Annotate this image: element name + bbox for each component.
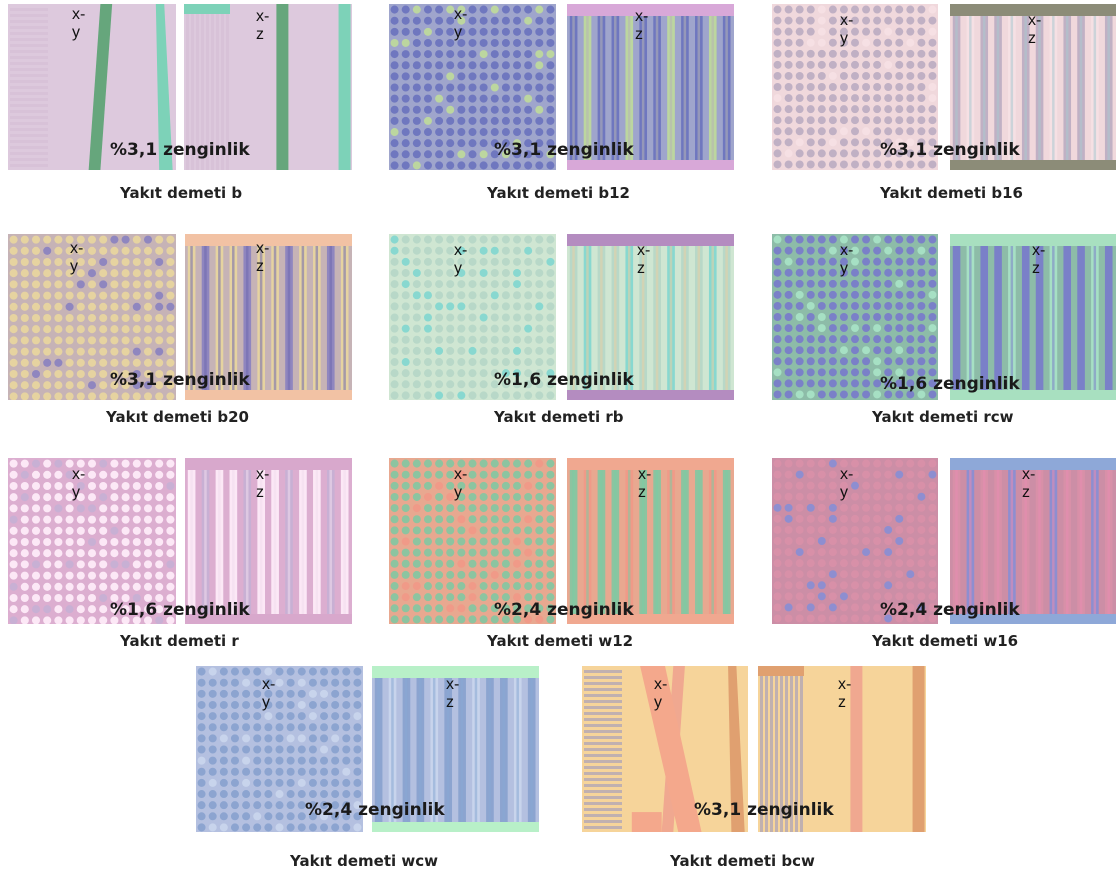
xy-label: x-y bbox=[654, 676, 668, 711]
rod-lattice bbox=[773, 459, 937, 623]
rod-lattice bbox=[390, 235, 555, 400]
rod-lattice bbox=[390, 5, 555, 170]
bundle-caption: Yakıt demeti b bbox=[120, 184, 243, 202]
xy-label: x-y bbox=[72, 466, 86, 501]
xz-cross-section bbox=[185, 234, 352, 400]
rod-lattice bbox=[9, 459, 175, 624]
xy-cross-section bbox=[772, 458, 938, 624]
xy-cross-section bbox=[389, 4, 556, 170]
rod-columns bbox=[569, 16, 731, 160]
xy-cross-section bbox=[8, 234, 176, 400]
rod-columns bbox=[952, 16, 1113, 160]
rod-lattice bbox=[9, 235, 175, 400]
enrichment-label: %1,6 zenginlik bbox=[880, 374, 1020, 394]
bundle-caption: Yakıt demeti w16 bbox=[872, 632, 1019, 650]
xz-label: x-z bbox=[256, 466, 270, 501]
rod-stack bbox=[186, 4, 229, 170]
bundle-caption: Yakıt demeti rcw bbox=[872, 408, 1014, 426]
rod-columns bbox=[569, 470, 731, 614]
xz-label: x-z bbox=[1022, 466, 1036, 501]
xy-cross-section bbox=[196, 666, 363, 832]
enrichment-label: %3,1 zenginlik bbox=[880, 140, 1020, 160]
xy-label: x-y bbox=[262, 676, 276, 711]
enrichment-label: %3,1 zenginlik bbox=[694, 800, 834, 820]
xy-cross-section bbox=[582, 666, 748, 832]
xz-label: x-z bbox=[1032, 242, 1046, 277]
enrichment-label: %2,4 zenginlik bbox=[494, 600, 634, 620]
bundle-caption: Yakıt demeti w12 bbox=[487, 632, 634, 650]
rod-stack bbox=[584, 670, 622, 829]
xy-cross-section bbox=[8, 4, 176, 170]
xz-cross-section bbox=[567, 4, 734, 170]
rod-stack bbox=[10, 8, 48, 167]
xz-cross-section bbox=[950, 458, 1116, 624]
xz-cross-section bbox=[567, 458, 734, 624]
bundle-caption: Yakıt demeti wcw bbox=[290, 852, 438, 870]
xz-label: x-z bbox=[256, 8, 270, 43]
xz-cross-section bbox=[372, 666, 539, 832]
rod-columns bbox=[374, 678, 536, 822]
xz-label: x-z bbox=[637, 242, 651, 277]
enrichment-label: %1,6 zenginlik bbox=[110, 600, 250, 620]
xz-label: x-z bbox=[635, 8, 649, 43]
rod-columns bbox=[187, 470, 349, 614]
bundle-caption: Yakıt demeti b20 bbox=[106, 408, 249, 426]
xy-label: x-y bbox=[840, 466, 854, 501]
rod-stack bbox=[760, 666, 803, 832]
bundle-caption: Yakıt demeti rb bbox=[494, 408, 624, 426]
xz-label: x-z bbox=[838, 676, 852, 711]
xz-label: x-z bbox=[256, 240, 270, 275]
enrichment-label: %2,4 zenginlik bbox=[880, 600, 1020, 620]
xy-cross-section bbox=[389, 458, 556, 624]
enrichment-label: %2,4 zenginlik bbox=[305, 800, 445, 820]
rod-columns bbox=[952, 246, 1113, 390]
xy-label: x-y bbox=[454, 466, 468, 501]
xz-cross-section bbox=[185, 458, 352, 624]
rod-lattice bbox=[773, 5, 937, 169]
xz-cross-section bbox=[950, 4, 1116, 170]
enrichment-label: %3,1 zenginlik bbox=[494, 140, 634, 160]
xz-cross-section bbox=[567, 234, 734, 400]
rod-columns bbox=[187, 246, 349, 390]
bundle-caption: Yakıt demeti r bbox=[120, 632, 239, 650]
xy-label: x-y bbox=[72, 6, 86, 41]
xz-label: x-z bbox=[1028, 12, 1042, 47]
bundle-caption: Yakıt demeti bcw bbox=[670, 852, 815, 870]
enrichment-label: %3,1 zenginlik bbox=[110, 140, 250, 160]
rod-lattice bbox=[197, 667, 362, 832]
bundle-caption: Yakıt demeti b16 bbox=[880, 184, 1023, 202]
bundle-caption: Yakıt demeti b12 bbox=[487, 184, 630, 202]
rod-lattice bbox=[390, 459, 555, 624]
xy-cross-section bbox=[772, 4, 938, 170]
xy-label: x-y bbox=[70, 240, 84, 275]
xy-label: x-y bbox=[840, 242, 854, 277]
xz-label: x-z bbox=[638, 466, 652, 501]
xy-cross-section bbox=[389, 234, 556, 400]
xz-label: x-z bbox=[446, 676, 460, 711]
xy-label: x-y bbox=[454, 242, 468, 277]
xz-cross-section bbox=[950, 234, 1116, 400]
rod-lattice bbox=[773, 235, 937, 399]
rod-columns bbox=[569, 246, 731, 390]
xy-label: x-y bbox=[840, 12, 854, 47]
xz-cross-section bbox=[184, 4, 352, 170]
xy-label: x-y bbox=[454, 6, 468, 41]
xy-cross-section bbox=[8, 458, 176, 624]
enrichment-label: %3,1 zenginlik bbox=[110, 370, 250, 390]
xy-cross-section bbox=[772, 234, 938, 400]
rod-columns bbox=[952, 470, 1113, 614]
xz-cross-section bbox=[758, 666, 926, 832]
enrichment-label: %1,6 zenginlik bbox=[494, 370, 634, 390]
